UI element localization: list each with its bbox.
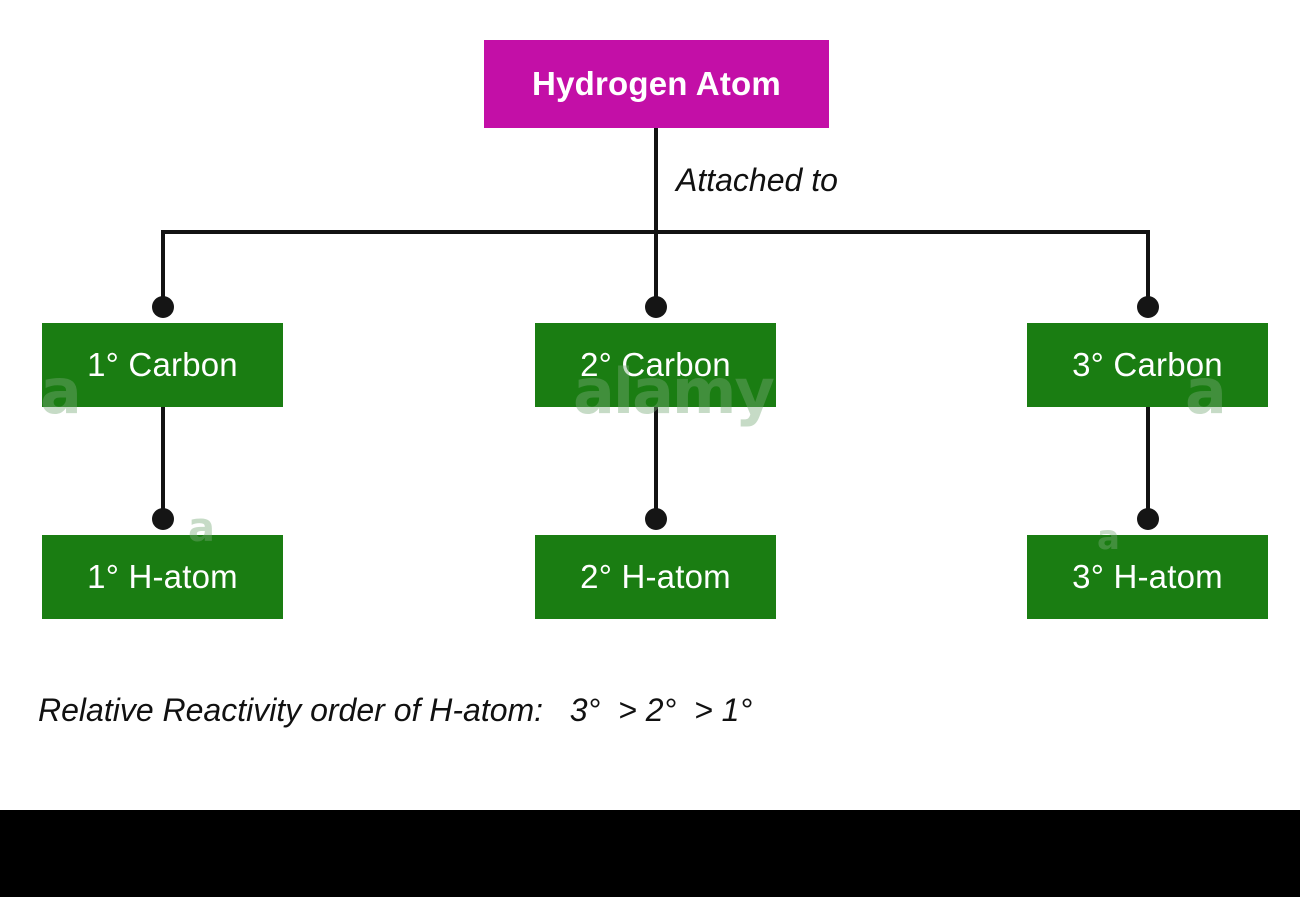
- node-hatom-secondary: 2° H-atom: [535, 535, 776, 619]
- node-dot-carbon-primary: [152, 296, 174, 318]
- connector-link-primary: [161, 406, 165, 524]
- connector-root-stem: [654, 128, 658, 234]
- connector-drop-primary: [161, 230, 165, 312]
- connector-drop-secondary: [654, 230, 658, 312]
- node-hydrogen-atom: Hydrogen Atom: [484, 40, 829, 128]
- node-carbon-tertiary: 3° Carbon: [1027, 323, 1268, 407]
- node-hatom-primary: 1° H-atom: [42, 535, 283, 619]
- connector-drop-tertiary: [1146, 230, 1150, 312]
- reactivity-order-caption: Relative Reactivity order of H-atom: 3° …: [38, 692, 753, 728]
- chemistry-tree-diagram: Hydrogen Atom Attached to 1° Carbon 2° C…: [38, 40, 1268, 728]
- connector-link-tertiary: [1146, 406, 1150, 524]
- node-dot-carbon-tertiary: [1137, 296, 1159, 318]
- node-hatom-tertiary: 3° H-atom: [1027, 535, 1268, 619]
- node-dot-carbon-secondary: [645, 296, 667, 318]
- edge-label-attached-to: Attached to: [676, 162, 838, 198]
- node-dot-hatom-secondary: [645, 508, 667, 530]
- stock-photo-footer-bar: alamy Image ID: 2NH4AYX www.alamy.com: [0, 810, 1300, 897]
- node-dot-hatom-tertiary: [1137, 508, 1159, 530]
- node-carbon-primary: 1° Carbon: [42, 323, 283, 407]
- node-carbon-secondary: 2° Carbon: [535, 323, 776, 407]
- node-dot-hatom-primary: [152, 508, 174, 530]
- connector-link-secondary: [654, 406, 658, 524]
